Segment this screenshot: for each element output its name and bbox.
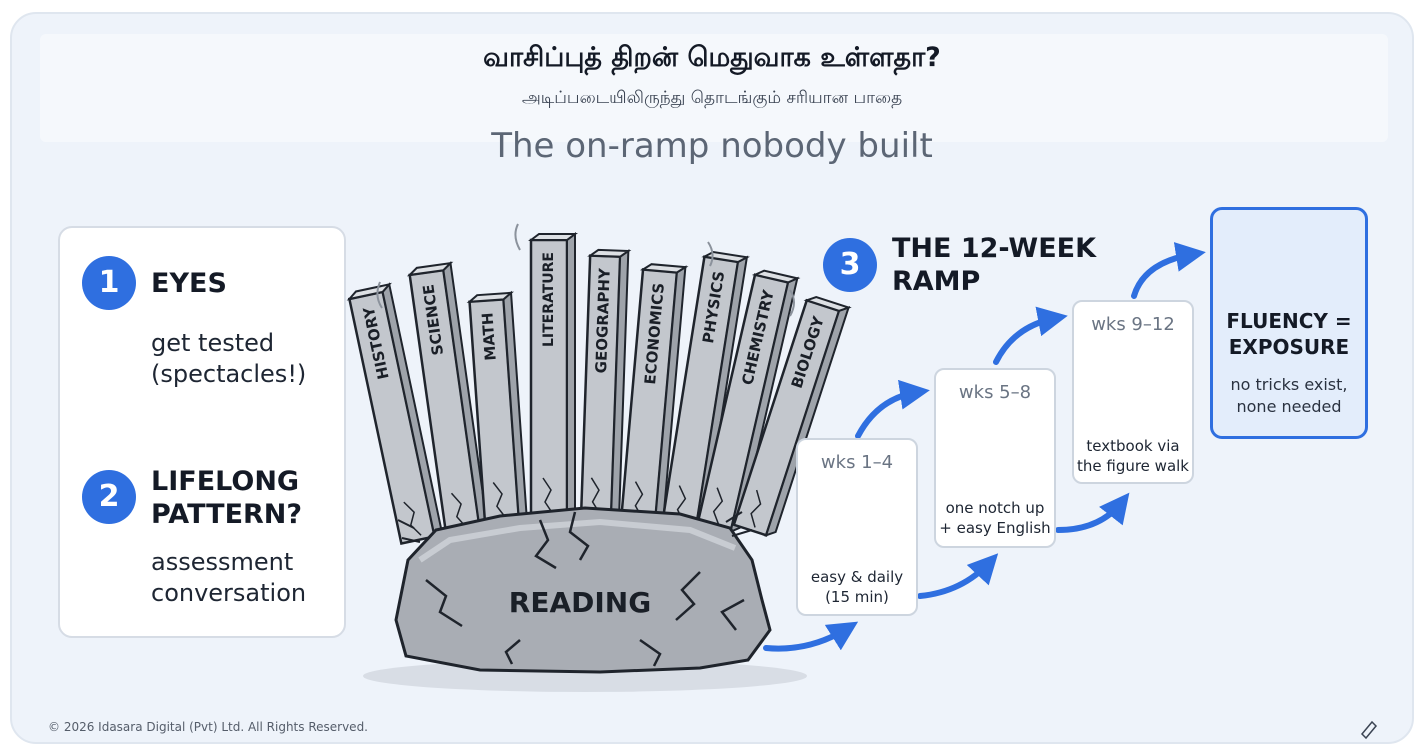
goal-text: no tricks exist, none needed [1213,374,1365,418]
week-desc-line-1: easy & daily [810,568,904,586]
ramp-title: THE 12-WEEK RAMP [892,232,1096,298]
pillar-chemistry: CHEMISTRY [695,269,801,534]
pencil-icon [1360,720,1378,740]
step-2-title-line-1: LIFELONG [151,466,300,497]
week-desc-line-2: + easy English [939,519,1051,537]
step-1-line-2: (spectacles!) [151,360,307,388]
step-1-badge: 1 [82,256,136,310]
pillar-biology: BIOLOGY [732,296,852,537]
goal-title: FLUENCY = EXPOSURE [1213,308,1365,360]
week-desc-line-1: textbook via [1086,437,1180,455]
week-card-1: wks 1–4 easy & daily (15 min) [796,438,918,616]
step-3-badge: 3 [823,238,877,292]
step-2-line-1: assessment [151,548,294,576]
step-1-line-1: get tested [151,329,275,357]
ramp-title-line-1: THE 12-WEEK [892,233,1097,264]
pillar-literature: LITERATURE [528,232,578,520]
week-label: wks 1–4 [820,452,894,473]
tagline: The on-ramp nobody built [491,126,933,166]
week-label: wks 5–8 [958,382,1032,403]
week-card-3: wks 9–12 textbook via the figure walk [1072,300,1194,484]
pillar-history: HISTORY [346,282,443,546]
pillar-label: GEOGRAPHY [592,267,614,374]
week-label: wks 9–12 [1091,314,1175,335]
pillar-economics: ECONOMICS [619,263,689,526]
page-subtitle: அடிப்படையிலிருந்து தொடங்கும் சரியான பாதை [521,88,903,108]
goal-text-line-2: none needed [1236,397,1342,416]
goal-title-line-1: FLUENCY = [1226,309,1352,333]
step-1-title: EYES [151,268,227,299]
week-card-2: wks 5–8 one notch up + easy English [934,368,1056,548]
pillar-label: LITERATURE [541,252,557,347]
pillar-label: MATH [478,312,499,361]
ramp-title-line-2: RAMP [892,266,981,297]
vibration-lines [376,223,795,317]
step-2-line-2: conversation [151,579,307,607]
rock-label: READING [508,586,652,619]
page-title: வாசிப்புத் திறன் மெதுவாக உள்ளதா? [483,42,941,73]
goal-text-line-1: no tricks exist, [1230,375,1348,394]
pillar-physics: PHYSICS [660,250,750,531]
week-desc-line-1: one notch up [945,499,1045,517]
ramp-arrows [763,242,1206,652]
week-desc-line-2: (15 min) [825,588,889,606]
week-desc-line-2: the figure walk [1076,457,1189,475]
pillar-math: MATH [466,290,528,525]
reading-rock [394,506,772,674]
header-band [40,34,1388,142]
goal-card: FLUENCY = EXPOSURE no tricks exist, none… [1210,207,1368,439]
step-2-title-line-2: PATTERN? [151,499,303,530]
copyright-notice: © 2026 Idasara Digital (Pvt) Ltd. All Ri… [48,720,368,734]
step-2-badge: 2 [82,470,136,524]
goal-title-line-2: EXPOSURE [1228,335,1350,359]
pillar-geography: GEOGRAPHY [579,248,632,521]
